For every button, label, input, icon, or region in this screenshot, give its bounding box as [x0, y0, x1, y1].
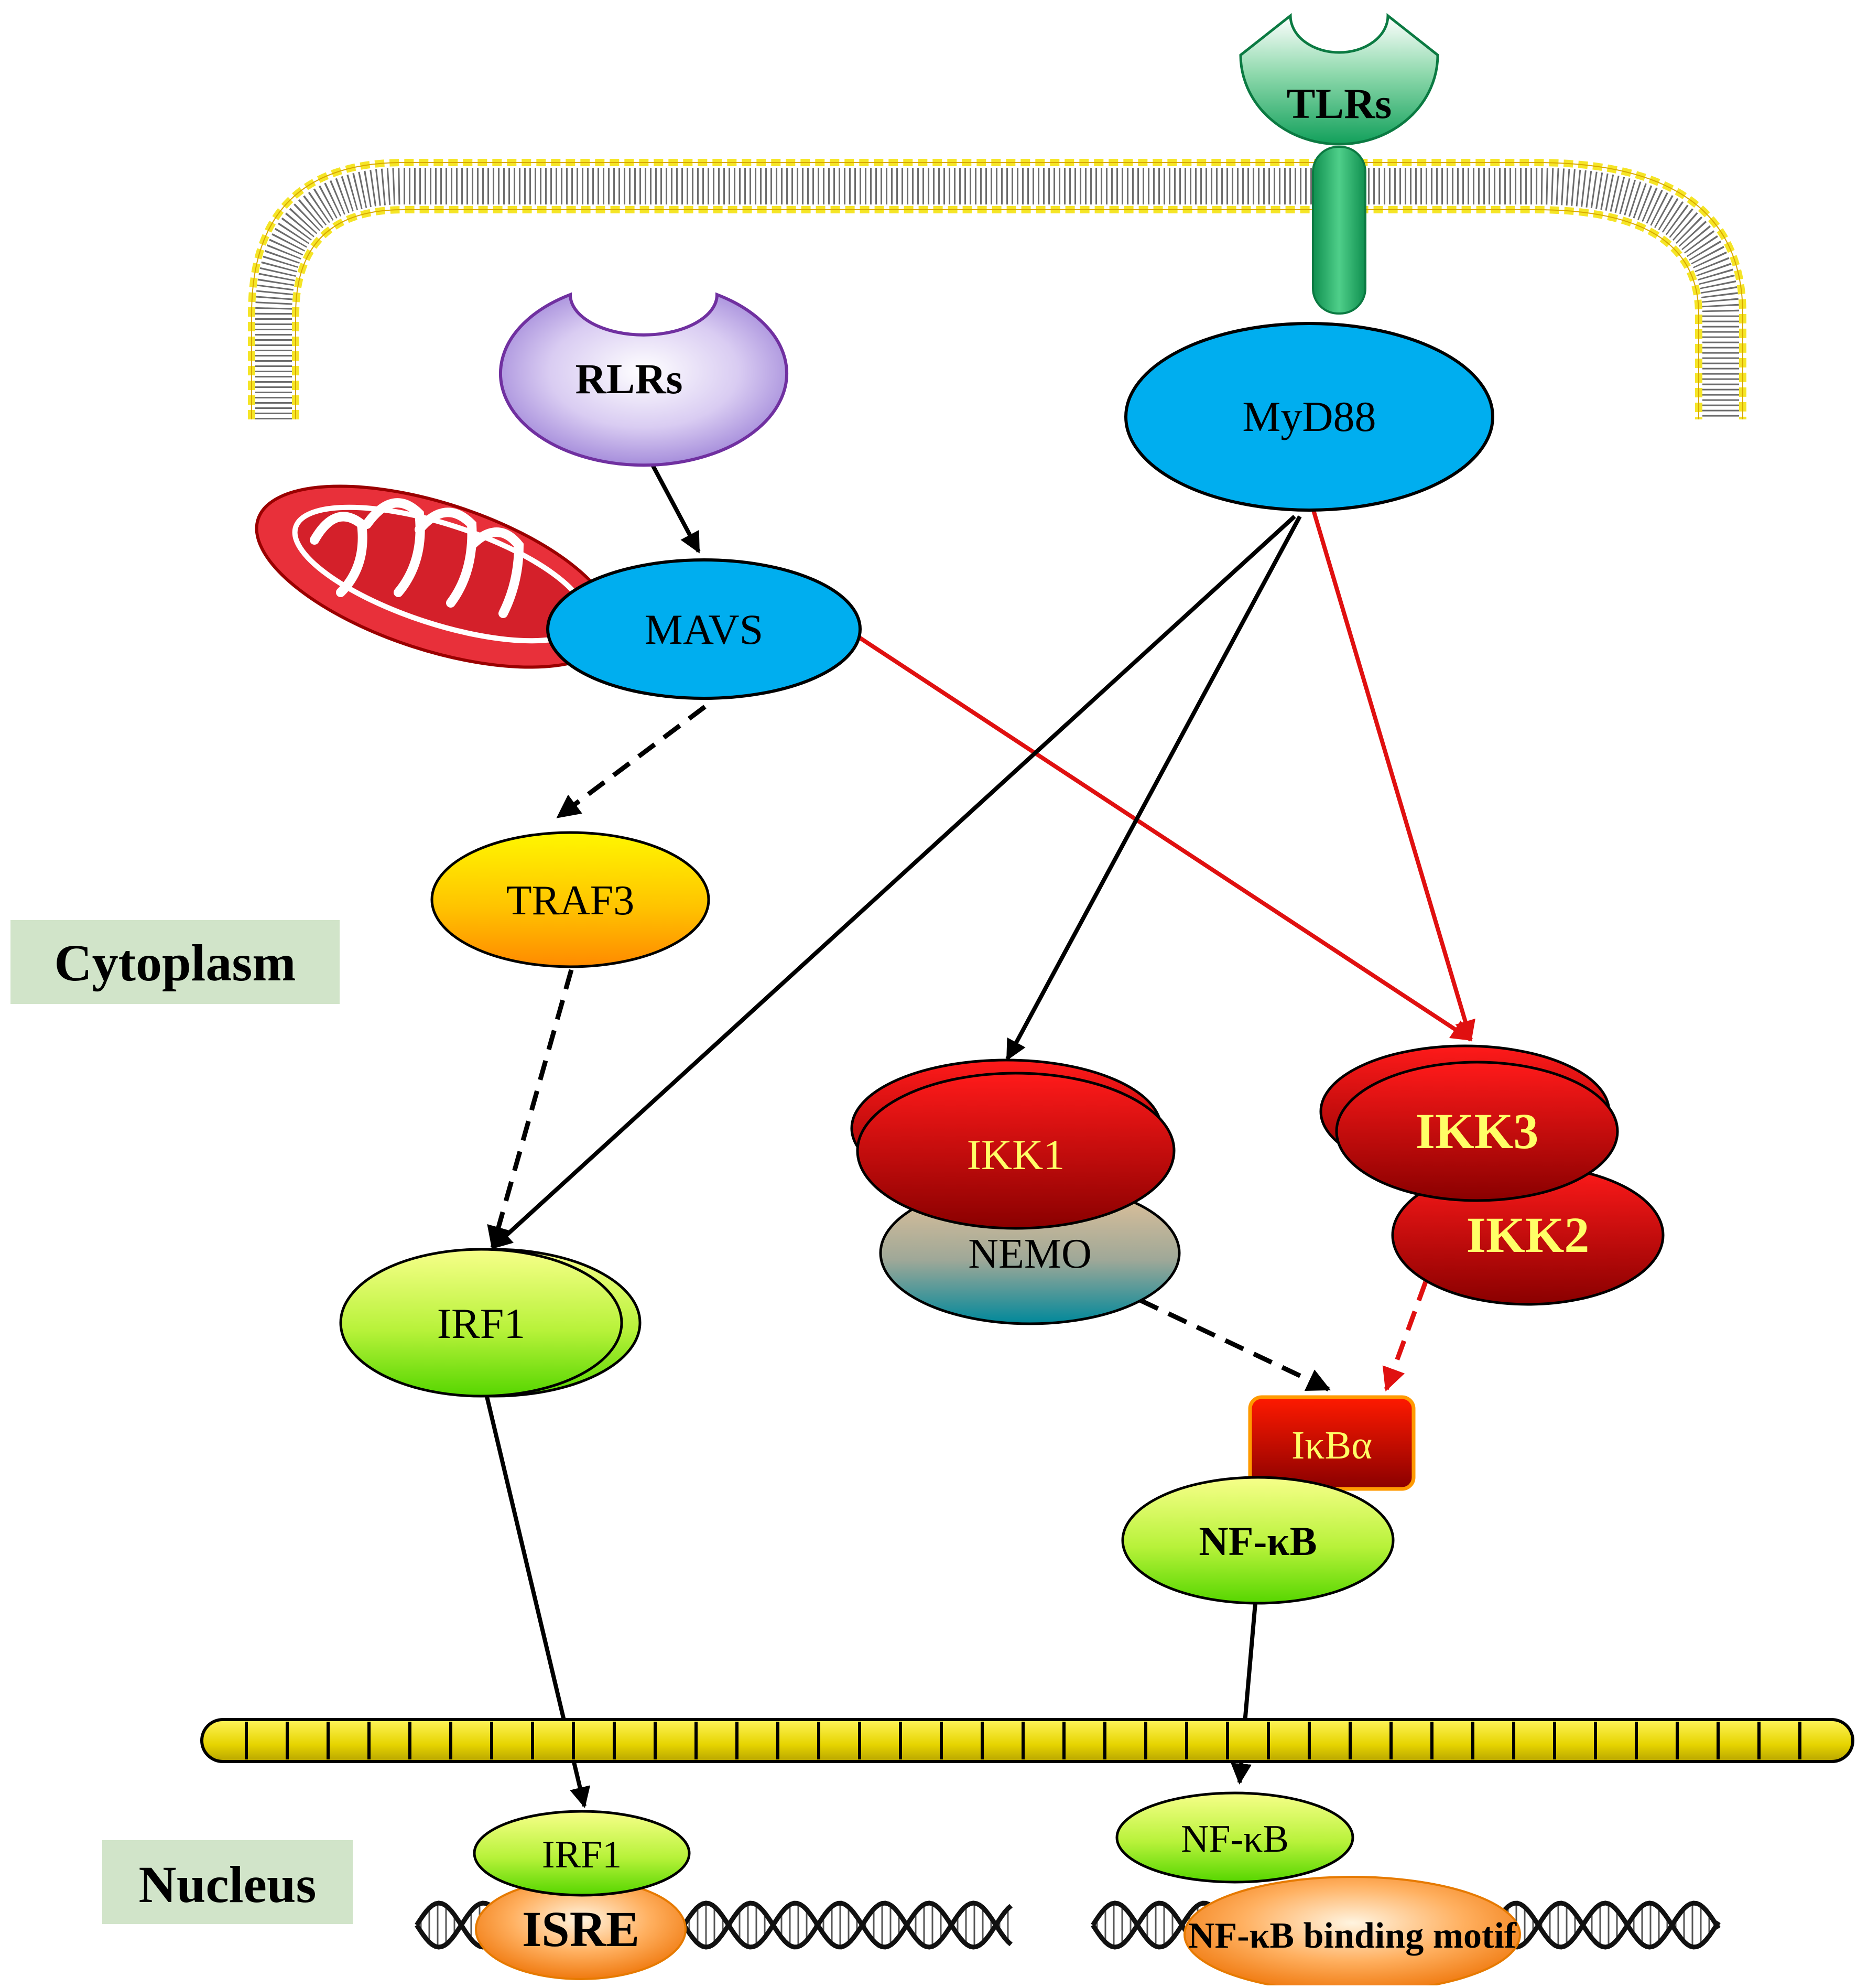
nfkb-nuclear-node: NF-κB	[1115, 1791, 1354, 1884]
ikba-node: IκBα	[1248, 1395, 1416, 1491]
nucleus-label: Nucleus	[139, 1855, 317, 1914]
arrow-nemo-to-ikba	[1139, 1298, 1331, 1392]
ikk1-nemo-complex: NEMO IKK1	[850, 1058, 1181, 1325]
nfkb-binding-motif: NF-κB binding motif	[1183, 1876, 1521, 1988]
mavs-label: MAVS	[645, 606, 763, 653]
nuclear-envelope-segments	[245, 1722, 1801, 1759]
arrow-mavs-to-ikk3	[857, 635, 1473, 1042]
ikk2-label: IKK2	[1467, 1207, 1590, 1263]
myd88-label: MyD88	[1242, 393, 1376, 440]
arrow-myd88-to-ikk3	[1311, 507, 1475, 1042]
traf3-node: TRAF3	[430, 831, 710, 968]
arrow-myd88-to-irf1	[491, 515, 1296, 1249]
plasma-membrane	[248, 159, 1746, 419]
tlr-ectodomain	[1239, 13, 1439, 146]
cytoplasm-label: Cytoplasm	[54, 934, 296, 992]
arrow-myd88-to-ikk1	[1005, 515, 1302, 1061]
nucleus-compartment-tag: Nucleus	[102, 1840, 353, 1924]
arrow-mavs-to-traf3	[556, 705, 707, 819]
arrow-ikk2-to-ikba	[1382, 1281, 1428, 1392]
ikk3-label: IKK3	[1416, 1103, 1539, 1159]
tlr-label: TLRs	[1287, 80, 1392, 127]
tlr-transmembrane-stem	[1312, 146, 1366, 315]
nfkb-label: NF-κB	[1199, 1518, 1317, 1564]
mavs-node: MAVS	[546, 558, 862, 700]
nuclear-envelope	[200, 1718, 1854, 1763]
cytoplasm-compartment-tag: Cytoplasm	[10, 920, 340, 1004]
nfkb-motif-label: NF-κB binding motif	[1188, 1916, 1517, 1956]
ikk3-node	[1335, 1061, 1619, 1202]
irf1-nuclear-label: IRF1	[542, 1833, 622, 1876]
nemo-label: NEMO	[968, 1231, 1092, 1277]
ikk3-ikk2-complex: IKK2 IKK3	[1319, 1044, 1665, 1306]
nfkb-nuclear-label: NF-κB	[1181, 1818, 1289, 1861]
ikk1-label: IKK1	[967, 1131, 1065, 1179]
ikk1-node	[856, 1072, 1176, 1230]
irf1-label: IRF1	[437, 1300, 526, 1347]
nfkb-node: NF-κB	[1121, 1476, 1395, 1605]
irf1-front-disc	[339, 1248, 623, 1398]
arrow-traf3-to-irf1	[487, 969, 574, 1250]
isre-element: ISRE	[475, 1878, 687, 1980]
myd88-node: MyD88	[1124, 322, 1494, 512]
isre-label: ISRE	[522, 1901, 639, 1957]
tlr-receptor: TLRs	[1239, 13, 1439, 315]
rlrs-label: RLRs	[575, 355, 682, 403]
irf1-nuclear-node: IRF1	[473, 1810, 691, 1897]
traf3-label: TRAF3	[506, 878, 635, 924]
rlrs-node: RLRs	[499, 292, 788, 467]
ikba-label: IκBα	[1291, 1423, 1372, 1467]
irf1-node: IRF1	[339, 1248, 642, 1398]
